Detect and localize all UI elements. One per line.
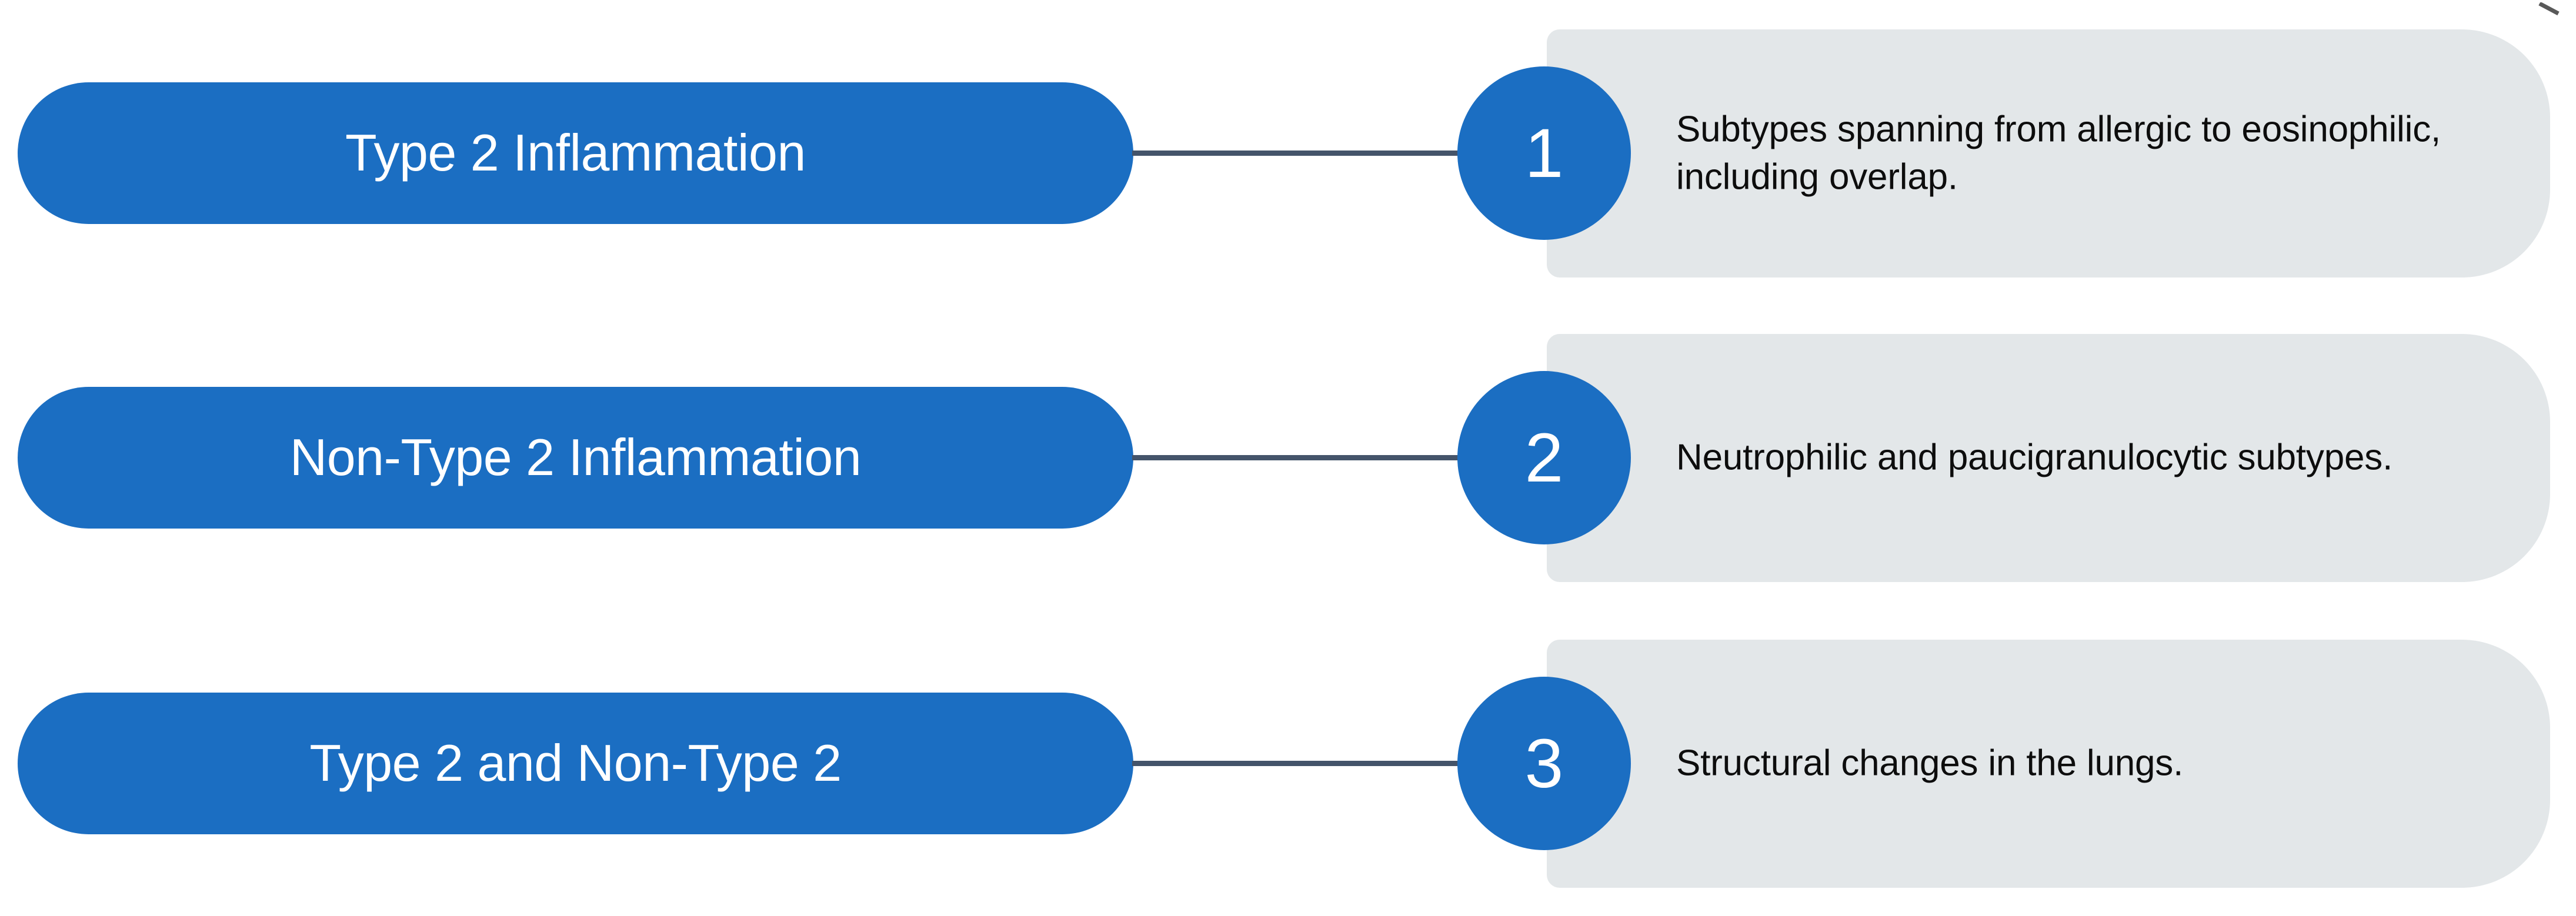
process-row-1: Type 2 Inflammation Subtypes spanning fr… bbox=[0, 0, 2576, 306]
step-badge-1[interactable]: 1 bbox=[1457, 66, 1631, 240]
category-pill-label-3: Type 2 and Non-Type 2 bbox=[309, 734, 842, 793]
description-text-1: Subtypes spanning from allergic to eosin… bbox=[1676, 109, 2441, 197]
connector-line-3 bbox=[1132, 761, 1464, 766]
step-number-3: 3 bbox=[1524, 724, 1564, 803]
connector-line-1 bbox=[1132, 151, 1464, 156]
category-pill-1[interactable]: Type 2 Inflammation bbox=[18, 82, 1133, 224]
process-row-3: Type 2 and Non-Type 2 Structural changes… bbox=[0, 610, 2576, 916]
description-panel-1: Subtypes spanning from allergic to eosin… bbox=[1547, 29, 2550, 278]
category-pill-label-2: Non-Type 2 Inflammation bbox=[289, 428, 862, 487]
step-badge-3[interactable]: 3 bbox=[1457, 677, 1631, 850]
description-text-2: Neutrophilic and paucigranulocytic subty… bbox=[1676, 437, 2393, 478]
step-number-2: 2 bbox=[1524, 419, 1564, 497]
category-pill-label-1: Type 2 Inflammation bbox=[345, 123, 806, 182]
connector-line-2 bbox=[1132, 455, 1464, 460]
description-panel-2: Neutrophilic and paucigranulocytic subty… bbox=[1547, 334, 2550, 582]
description-panel-3: Structural changes in the lungs. bbox=[1547, 640, 2550, 888]
description-text-3: Structural changes in the lungs. bbox=[1676, 743, 2184, 784]
category-pill-3[interactable]: Type 2 and Non-Type 2 bbox=[18, 693, 1133, 834]
step-badge-2[interactable]: 2 bbox=[1457, 371, 1631, 544]
category-pill-2[interactable]: Non-Type 2 Inflammation bbox=[18, 387, 1133, 529]
process-row-2: Non-Type 2 Inflammation Neutrophilic and… bbox=[0, 305, 2576, 610]
step-number-1: 1 bbox=[1524, 114, 1564, 192]
